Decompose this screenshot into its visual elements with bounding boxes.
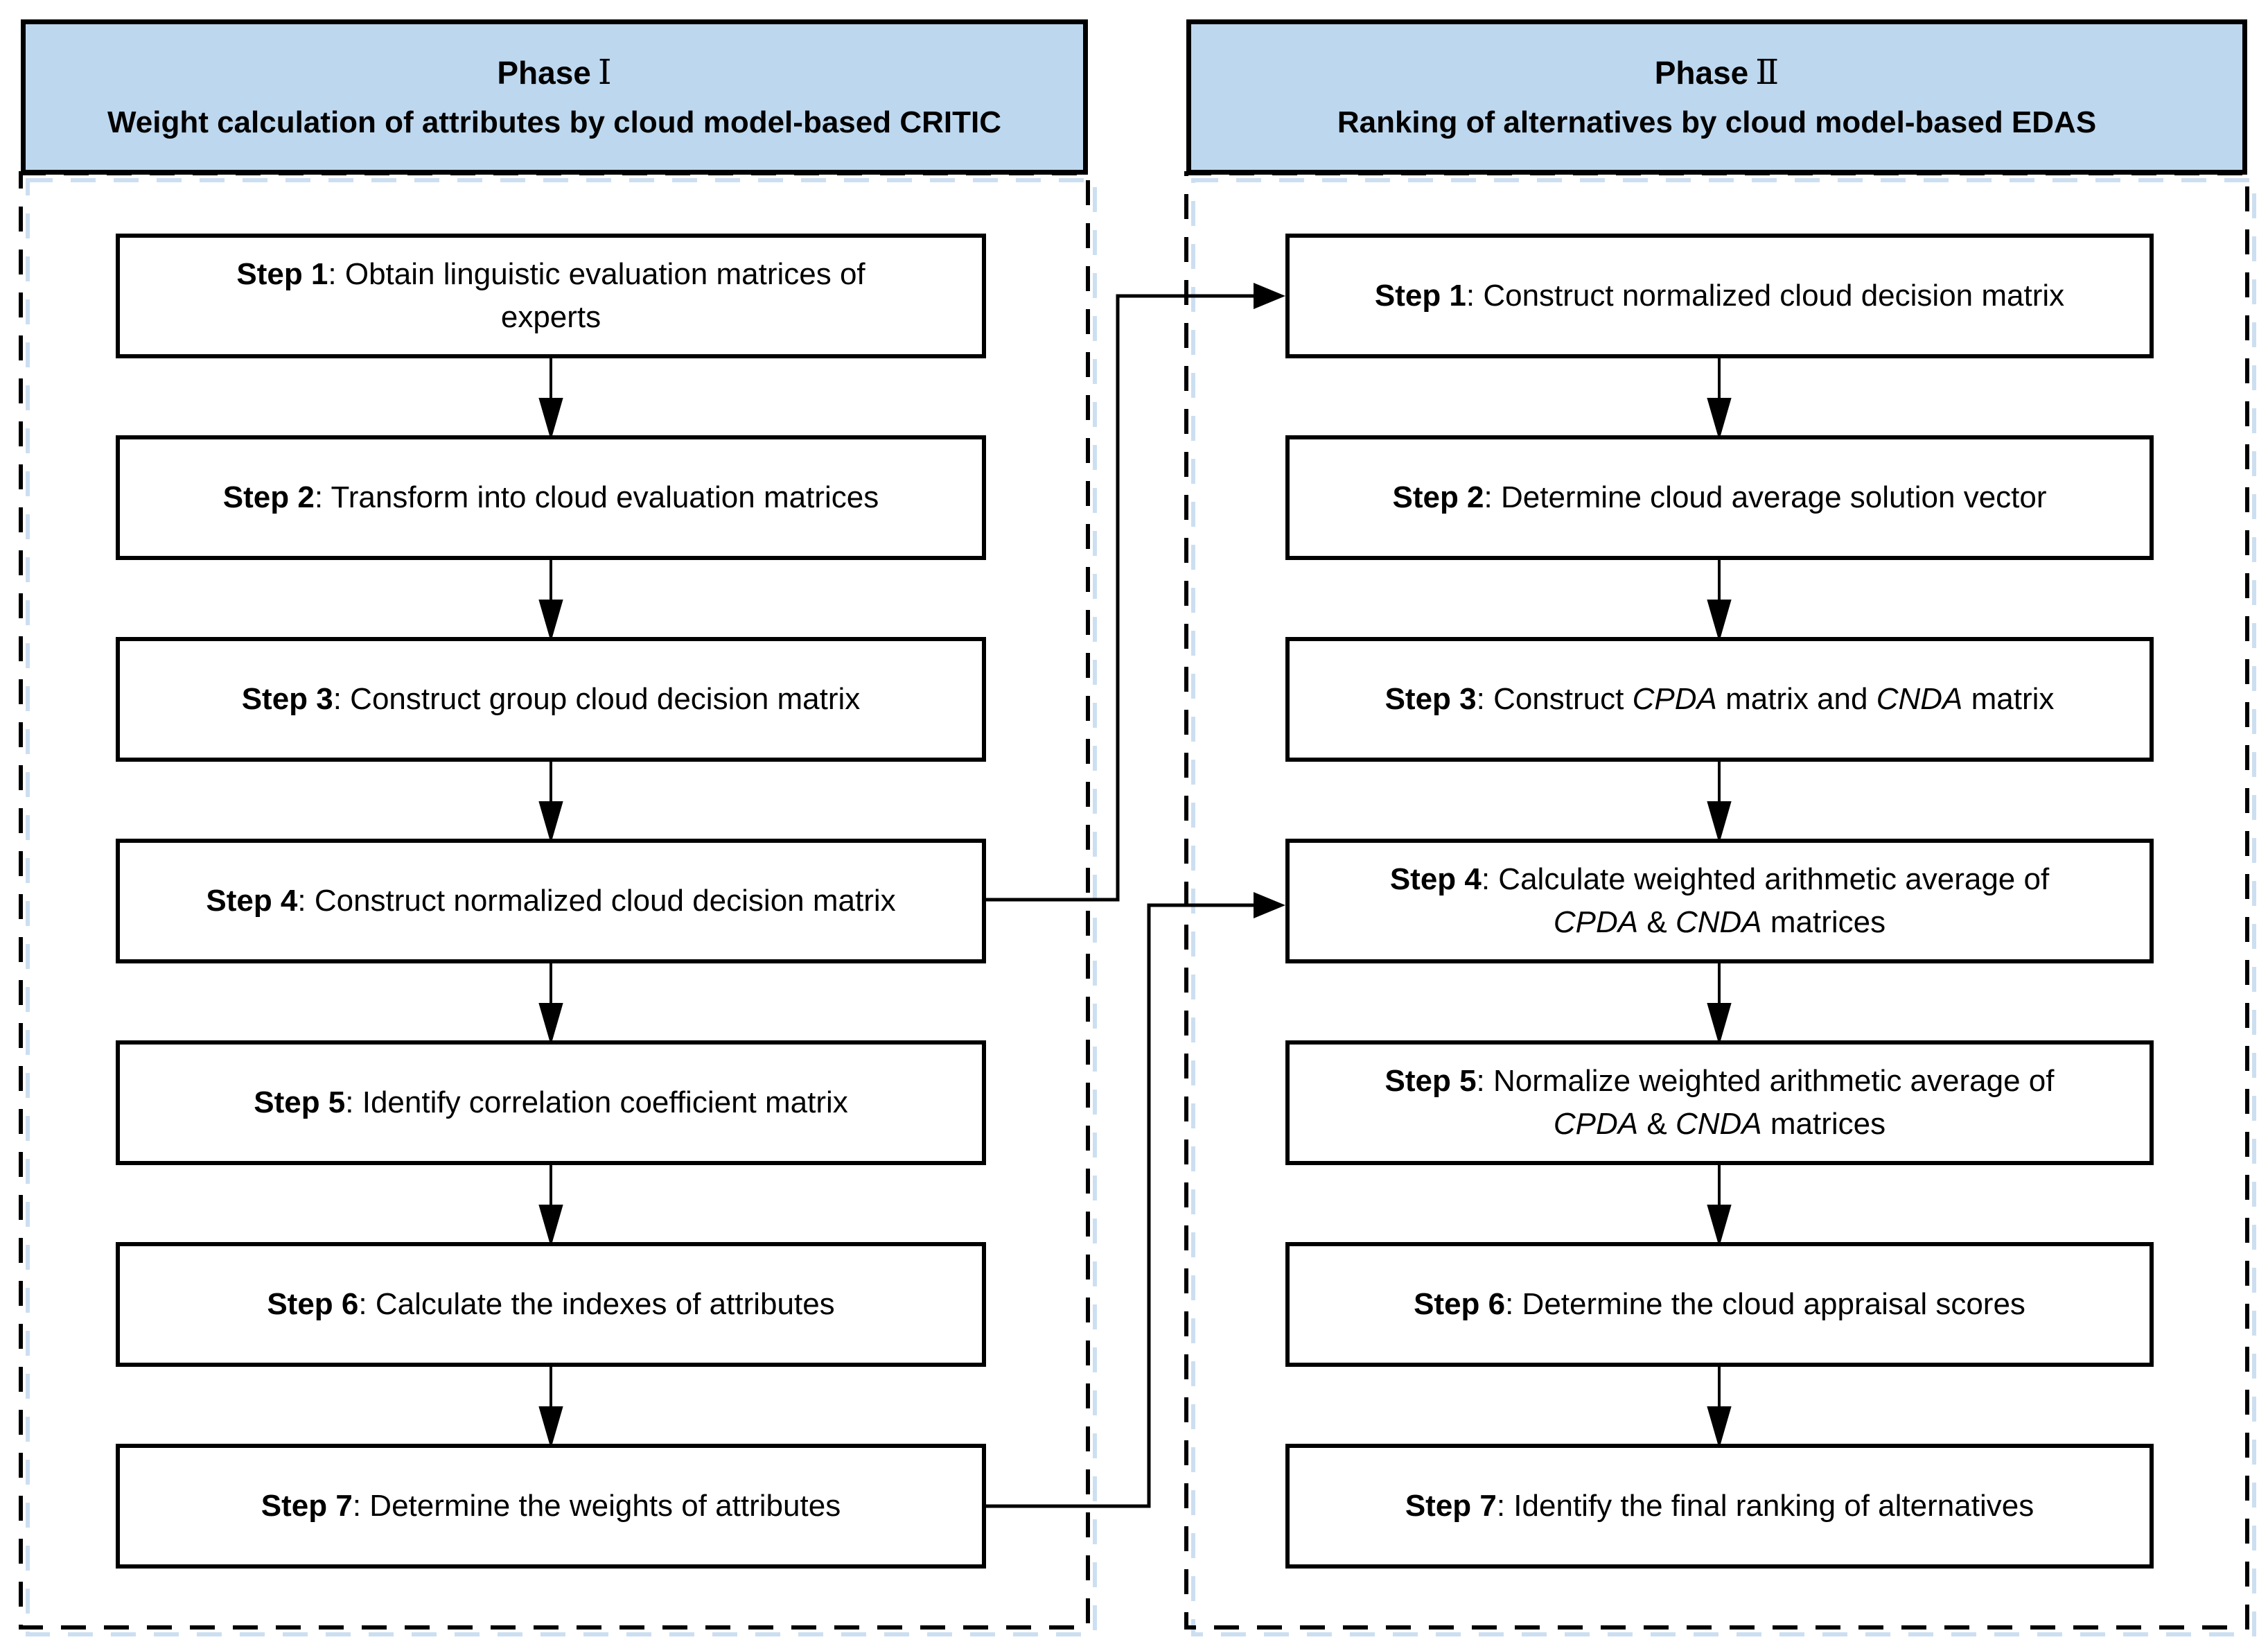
text-segment: Step 1	[1374, 279, 1466, 313]
flow-arrow	[1707, 1367, 1732, 1449]
flow-arrow	[538, 560, 563, 643]
text-segment: Step 5	[254, 1085, 346, 1119]
text-segment: : Identify correlation coefficient matri…	[345, 1085, 848, 1119]
text-segment: CPDA	[1553, 1107, 1639, 1141]
text-segment: &	[1638, 905, 1676, 939]
flow-arrow	[1707, 1165, 1732, 1248]
phase1-step4-box: Step 4: Construct normalized cloud decis…	[116, 839, 986, 963]
text-segment: : Determine the weights of attributes	[352, 1489, 841, 1523]
text-segment: Step 2	[1392, 480, 1484, 514]
phase1-step1-box: Step 1: Obtain linguistic evaluation mat…	[116, 234, 986, 358]
text-line: CPDA & CNDA matrices	[1554, 901, 1885, 944]
flow-arrow	[1707, 358, 1732, 441]
text-segment: Step 4	[206, 884, 298, 918]
text-line: Step 4: Construct normalized cloud decis…	[206, 880, 895, 923]
flow-arrow	[538, 358, 563, 441]
text-line: Step 2: Determine cloud average solution…	[1392, 476, 2046, 519]
phase1-roman-numeral: Ⅰ	[597, 51, 612, 92]
text-line: Step 3: Construct group cloud decision m…	[242, 678, 861, 721]
text-segment: matrix and	[1716, 682, 1876, 716]
text-segment: Step 3	[1384, 682, 1477, 716]
text-line: Step 7: Determine the weights of attribu…	[261, 1485, 841, 1528]
text-line: Step 1: Obtain linguistic evaluation mat…	[236, 253, 865, 296]
text-segment: CNDA	[1876, 682, 1963, 716]
phase1-step6-box: Step 6: Calculate the indexes of attribu…	[116, 1242, 986, 1367]
text-segment: : Determine the cloud appraisal scores	[1505, 1287, 2025, 1321]
text-segment: Step 6	[267, 1287, 359, 1321]
text-line: Step 3: Construct CPDA matrix and CNDA m…	[1385, 678, 2055, 721]
text-line: Step 5: Normalize weighted arithmetic av…	[1385, 1060, 2055, 1103]
text-line: Step 2: Transform into cloud evaluation …	[223, 476, 879, 519]
text-segment: matrices	[1761, 905, 1886, 939]
phase2-step3-box: Step 3: Construct CPDA matrix and CNDA m…	[1285, 637, 2154, 762]
text-segment: CNDA	[1675, 1107, 1762, 1141]
text-line: Step 6: Calculate the indexes of attribu…	[267, 1283, 834, 1326]
flow-arrow	[538, 762, 563, 844]
flow-arrow	[538, 1165, 563, 1248]
text-segment: matrices	[1761, 1107, 1886, 1141]
text-line: Step 5: Identify correlation coefficient…	[254, 1081, 848, 1124]
text-segment: : Obtain linguistic evaluation matrices …	[328, 257, 865, 291]
phase2-step4-box: Step 4: Calculate weighted arithmetic av…	[1285, 839, 2154, 963]
text-line: Step 1: Construct normalized cloud decis…	[1375, 274, 2064, 317]
phase1-title-text: Phase	[497, 54, 591, 91]
text-line: Step 7: Identify the final ranking of al…	[1405, 1485, 2034, 1528]
text-segment: : Normalize weighted arithmetic average …	[1476, 1064, 2055, 1098]
text-segment: : Calculate weighted arithmetic average …	[1481, 862, 2050, 896]
text-segment: Step 6	[1414, 1287, 1506, 1321]
text-line: Step 6: Determine the cloud appraisal sc…	[1414, 1283, 2025, 1326]
phase1-subtitle: Weight calculation of attributes by clou…	[107, 105, 1001, 139]
text-segment: Step 3	[241, 682, 333, 716]
text-segment: : Construct normalized cloud decision ma…	[1466, 279, 2065, 313]
text-segment: : Construct normalized cloud decision ma…	[297, 884, 896, 918]
text-line: experts	[501, 296, 601, 339]
flow-arrow	[538, 1367, 563, 1449]
text-segment: Step 4	[1389, 862, 1482, 896]
text-segment: : Calculate the indexes of attributes	[358, 1287, 835, 1321]
text-segment: Step 1	[236, 257, 328, 291]
phase1-step7-box: Step 7: Determine the weights of attribu…	[116, 1444, 986, 1569]
arrowhead-icon	[1254, 283, 1285, 309]
text-segment: CNDA	[1675, 905, 1762, 939]
text-segment: Step 2	[222, 480, 315, 514]
text-segment: Step 7	[1405, 1489, 1497, 1523]
text-segment: matrix	[1962, 682, 2055, 716]
text-segment: CPDA	[1553, 905, 1639, 939]
flow-arrow	[1707, 963, 1732, 1046]
arrowhead-icon	[1254, 892, 1285, 918]
phase2-step1-box: Step 1: Construct normalized cloud decis…	[1285, 234, 2154, 358]
phase2-roman-numeral: Ⅱ	[1755, 51, 1779, 92]
text-segment: : Construct	[1476, 682, 1633, 716]
text-segment: CPDA	[1632, 682, 1717, 716]
text-segment: Step 5	[1384, 1064, 1477, 1098]
phase2-title-text: Phase	[1654, 54, 1749, 91]
phase2-step5-box: Step 5: Normalize weighted arithmetic av…	[1285, 1040, 2154, 1165]
flow-arrow	[538, 963, 563, 1046]
phase2-subtitle: Ranking of alternatives by cloud model-b…	[1337, 105, 2097, 139]
text-segment: : Construct group cloud decision matrix	[333, 682, 861, 716]
text-segment: : Determine cloud average solution vecto…	[1484, 480, 2047, 514]
text-segment: &	[1638, 1107, 1676, 1141]
text-segment: Step 7	[261, 1489, 353, 1523]
flow-arrow	[1707, 560, 1732, 643]
phase2-step6-box: Step 6: Determine the cloud appraisal sc…	[1285, 1242, 2154, 1367]
text-line: Step 4: Calculate weighted arithmetic av…	[1390, 858, 2049, 901]
phase1-step2-box: Step 2: Transform into cloud evaluation …	[116, 435, 986, 560]
text-segment: : Transform into cloud evaluation matric…	[314, 480, 879, 514]
phase2-step7-box: Step 7: Identify the final ranking of al…	[1285, 1444, 2154, 1569]
text-line: CPDA & CNDA matrices	[1554, 1103, 1885, 1146]
flow-arrow	[1707, 762, 1732, 844]
text-segment: : Identify the final ranking of alternat…	[1496, 1489, 2034, 1523]
connector-step4-to-step1	[986, 283, 1285, 902]
phase1-step5-box: Step 5: Identify correlation coefficient…	[116, 1040, 986, 1165]
phase2-step2-box: Step 2: Determine cloud average solution…	[1285, 435, 2154, 560]
phase1-step3-box: Step 3: Construct group cloud decision m…	[116, 637, 986, 762]
text-segment: experts	[500, 300, 601, 334]
connector-step7-to-step4	[986, 892, 1285, 1508]
